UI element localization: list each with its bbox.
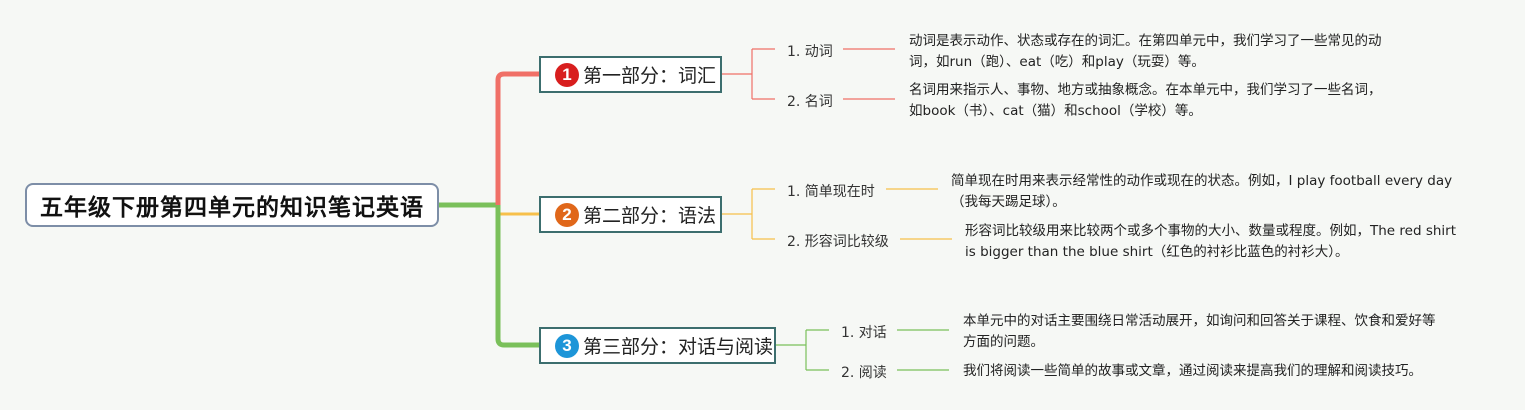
branch-grammar[interactable]: 2 第二部分：语法: [539, 196, 722, 233]
branch3-trunk: [495, 205, 539, 348]
desc-line: 方面的问题。: [963, 334, 1044, 350]
subtopic-simple-present[interactable]: 1. 简单现在时: [787, 184, 875, 200]
subtopic-nouns[interactable]: 2. 名词: [787, 94, 833, 110]
desc-verbs: 动词是表示动作、状态或存在的词汇。在第四单元中，我们学习了一些常见的动 词，如r…: [909, 31, 1382, 73]
branch1-trunk: [495, 71, 539, 205]
desc-reading: 我们将阅读一些简单的故事或文章，通过阅读来提高我们的理解和阅读技巧。: [963, 361, 1422, 382]
desc-line: 动词是表示动作、状态或存在的词汇。在第四单元中，我们学习了一些常见的动: [909, 33, 1382, 49]
desc-line: is bigger than the blue shirt（红色的衬衫比蓝色的衬…: [965, 244, 1349, 260]
desc-line: 形容词比较级用来比较两个或多个事物的大小、数量或程度。例如，The red sh…: [965, 223, 1457, 239]
desc-nouns: 名词用来指示人、事物、地方或抽象概念。在本单元中，我们学习了一些名词， 如boo…: [909, 80, 1382, 122]
desc-dialogue: 本单元中的对话主要围绕日常活动展开，如询问和回答关于课程、饮食和爱好等 方面的问…: [963, 311, 1436, 353]
branch1-desc-links: [843, 48, 895, 100]
desc-line: 简单现在时用来表示经常性的动作或现在的状态。例如，I play football…: [951, 173, 1453, 189]
branch3-child-links: [776, 329, 829, 371]
desc-line: 名词用来指示人、事物、地方或抽象概念。在本单元中，我们学习了一些名词，: [909, 82, 1382, 98]
desc-line: 词，如run（跑）、eat（吃）和play（玩耍）等。: [909, 54, 1205, 70]
branch-label: 第二部分：语法: [583, 205, 717, 227]
branch1-child-links: [722, 48, 775, 100]
desc-simple-present: 简单现在时用来表示经常性的动作或现在的状态。例如，I play football…: [951, 171, 1452, 213]
branch3-desc-links: [897, 329, 949, 371]
subtopic-verbs[interactable]: 1. 动词: [787, 44, 833, 60]
number-badge-3: 3: [555, 333, 579, 358]
root-title: 五年级下册第四单元的知识笔记英语: [40, 195, 424, 221]
subtopic-reading[interactable]: 2. 阅读: [841, 365, 887, 381]
branch-dialogue-reading[interactable]: 3 第三部分：对话与阅读: [539, 327, 776, 364]
branch-label: 第一部分：词汇: [583, 65, 717, 87]
desc-line: 我们将阅读一些简单的故事或文章，通过阅读来提高我们的理解和阅读技巧。: [963, 363, 1422, 379]
branch2-child-links: [722, 188, 775, 240]
branch-vocabulary[interactable]: 1 第一部分：词汇: [539, 56, 722, 93]
desc-comparative-adjectives: 形容词比较级用来比较两个或多个事物的大小、数量或程度。例如，The red sh…: [965, 221, 1456, 263]
number-badge-1: 1: [555, 62, 579, 87]
desc-line: 如book（书）、cat（猫）和school（学校）等。: [909, 103, 1202, 119]
desc-line: （我每天踢足球）。: [951, 194, 1066, 210]
branch2-desc-links: [886, 188, 952, 240]
subtopic-dialogue[interactable]: 1. 对话: [841, 325, 887, 341]
branch-label: 第三部分：对话与阅读: [583, 336, 774, 358]
desc-line: 本单元中的对话主要围绕日常活动展开，如询问和回答关于课程、饮食和爱好等: [963, 313, 1436, 329]
number-badge-2: 2: [555, 202, 579, 227]
root-topic[interactable]: 五年级下册第四单元的知识笔记英语: [25, 183, 439, 227]
subtopic-comparative-adjectives[interactable]: 2. 形容词比较级: [787, 234, 889, 250]
